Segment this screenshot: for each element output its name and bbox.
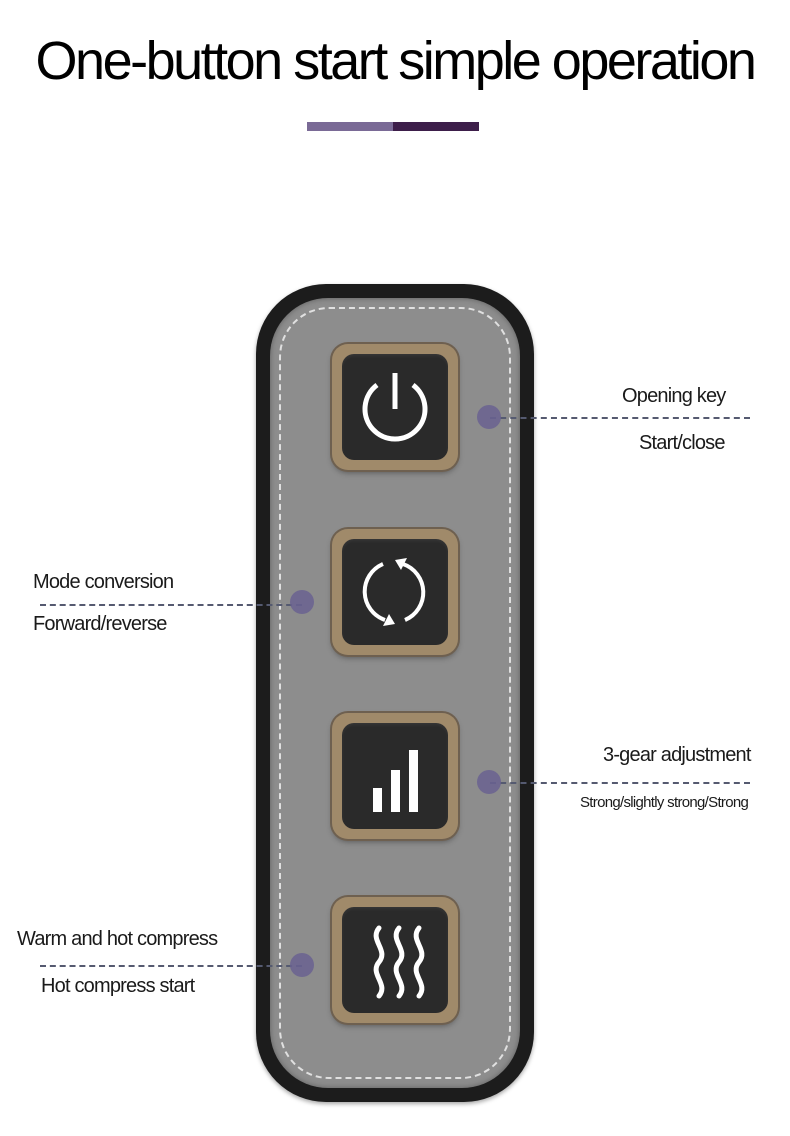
title-underline-dark <box>393 122 479 131</box>
heat-callout-title: Warm and hot compress <box>17 928 218 950</box>
power-callout-subtitle: Start/close <box>639 432 725 454</box>
heat-waves-icon <box>373 925 425 999</box>
mode-button[interactable] <box>332 529 458 655</box>
power-button-face[interactable] <box>342 354 448 460</box>
heat-callout-subtitle: Hot compress start <box>41 975 195 997</box>
gear-button[interactable] <box>332 713 458 839</box>
power-callout-title: Opening key <box>622 385 726 407</box>
signal-bars-icon <box>373 750 418 812</box>
remote-panel <box>270 298 520 1088</box>
page-title: One-button start simple operation <box>35 31 757 91</box>
power-icon <box>362 373 428 442</box>
heat-button-face[interactable] <box>342 907 448 1013</box>
cycle-arrows-icon <box>362 558 426 626</box>
power-callout-dot <box>477 405 501 429</box>
power-button[interactable] <box>332 344 458 470</box>
power-callout-leader <box>490 417 750 419</box>
heat-callout-leader <box>40 965 302 967</box>
gear-button-face[interactable] <box>342 723 448 829</box>
mode-callout-title: Mode conversion <box>33 571 174 593</box>
gear-callout-subtitle: Strong/slightly strong/Strong <box>580 794 749 811</box>
mode-callout-dot <box>290 590 314 614</box>
gear-callout-leader <box>490 782 750 784</box>
remote-stitching <box>279 307 511 1079</box>
gear-callout-title: 3-gear adjustment <box>603 744 751 766</box>
title-underline-light <box>307 122 393 131</box>
mode-button-face[interactable] <box>342 539 448 645</box>
gear-callout-dot <box>477 770 501 794</box>
mode-callout-leader <box>40 604 302 606</box>
mode-callout-subtitle: Forward/reverse <box>33 613 167 635</box>
heat-callout-dot <box>290 953 314 977</box>
heat-button[interactable] <box>332 897 458 1023</box>
